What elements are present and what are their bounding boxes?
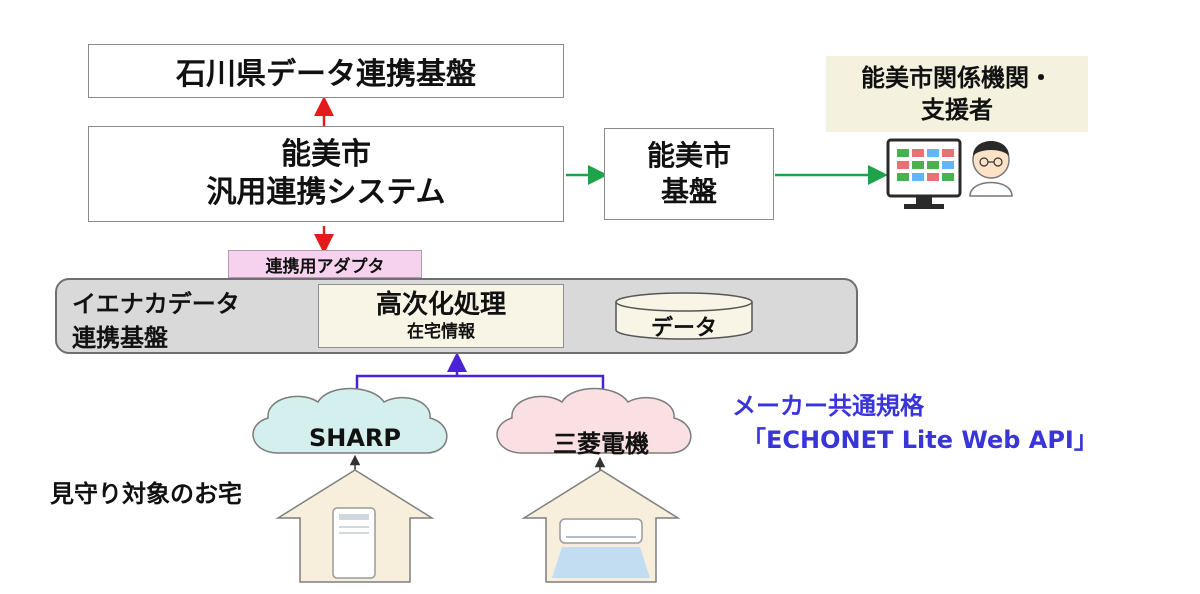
city-base-line2: 基盤 [660, 175, 717, 208]
monitored-homes-label: 見守り対象のお宅 [50, 480, 242, 508]
cloud-mitsubishi-label: 三菱電機 [553, 430, 649, 458]
city-linkage-system-line2: 汎用連携システム [206, 175, 446, 210]
high-level-processing-title: 高次化処理 [375, 290, 506, 320]
cloud-mitsubishi [496, 387, 692, 454]
city-linkage-system-line1: 能美市 [281, 137, 371, 172]
person-icon [969, 141, 1013, 197]
city-linkage-system-box: 能美市 汎用連携システム [88, 126, 564, 222]
standard-line1: メーカー共通規格 [732, 392, 924, 420]
stakeholders-panel: 能美市関係機関・ 支援者 [826, 56, 1088, 132]
standard-line2: 「ECHONET Lite Web API」 [742, 426, 1098, 454]
monitor-icon [886, 138, 962, 209]
linkage-adapter-label: 連携用アダプタ [265, 256, 385, 277]
air-purifier-icon [332, 507, 376, 579]
home-info-subtitle: 在宅情報 [407, 322, 475, 342]
stakeholders-line2: 支援者 [921, 96, 993, 124]
cloud-sharp [252, 387, 448, 454]
database-label: データ [650, 316, 717, 341]
high-level-processing-box: 高次化処理 在宅情報 [318, 284, 564, 348]
stakeholders-line1: 能美市関係機関・ [861, 64, 1053, 92]
database-icon [615, 292, 753, 340]
city-base-box: 能美市 基盤 [604, 128, 774, 220]
prefecture-data-platform-box: 石川県データ連携基盤 [88, 44, 564, 98]
iena-platform-line2: 連携基盤 [72, 324, 168, 352]
linkage-adapter-box: 連携用アダプタ [228, 250, 422, 278]
prefecture-data-platform-label: 石川県データ連携基盤 [176, 57, 476, 92]
iena-platform-line1: イエナカデータ [72, 290, 240, 318]
air-conditioner-icon [552, 518, 650, 578]
purple-connector [355, 374, 605, 398]
cloud-sharp-label: SHARP [308, 424, 401, 452]
city-base-line1: 能美市 [646, 139, 731, 172]
